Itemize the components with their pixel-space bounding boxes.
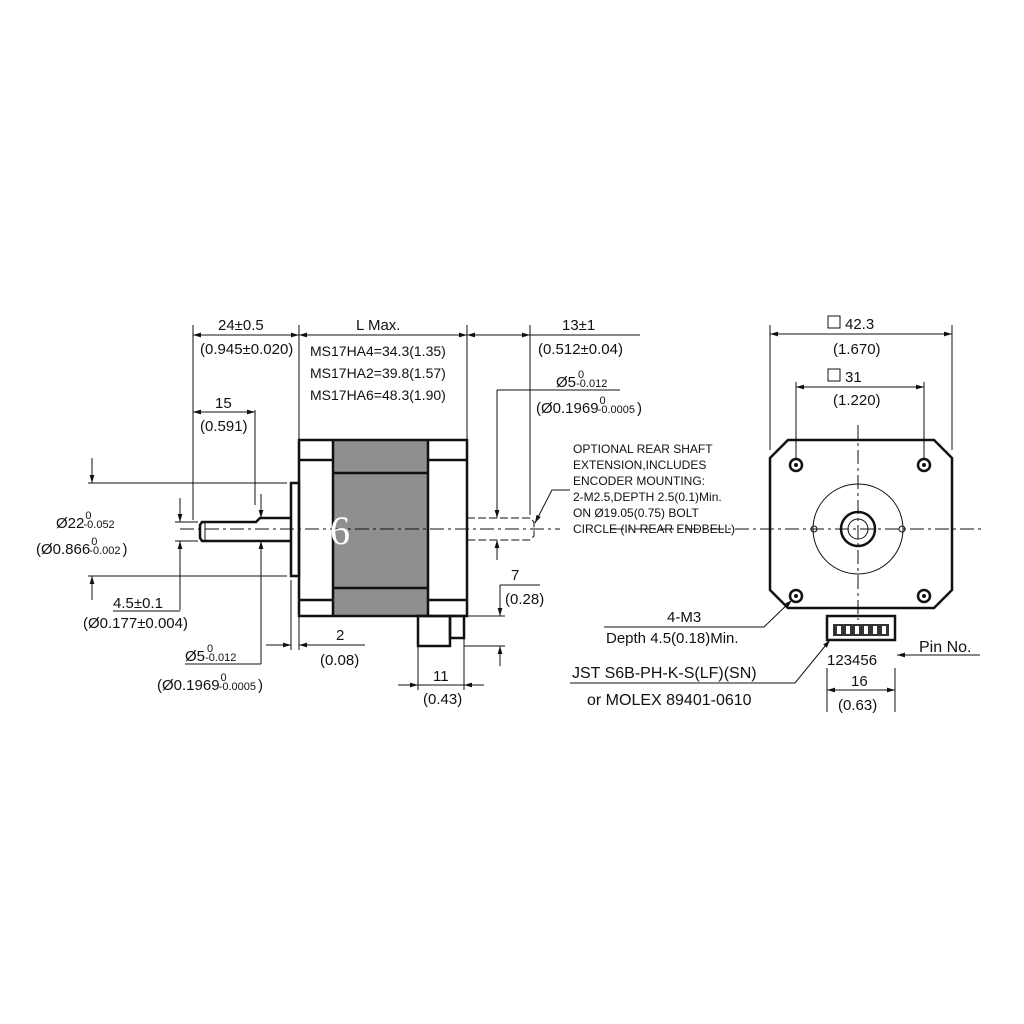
hole-label: 4-M3 — [667, 609, 701, 626]
dim-conn-height-in: (0.28) — [505, 591, 544, 608]
connector-front — [825, 614, 897, 642]
mounting-holes — [788, 457, 932, 604]
dim-l-max: L Max. — [356, 317, 400, 334]
dim-conn-width-in: (0.43) — [423, 691, 462, 708]
dim-conn: 16 — [851, 673, 868, 690]
front-shaft — [198, 516, 291, 543]
connector-alt: or MOLEX 89401-0610 — [587, 692, 752, 709]
model-ms17ha4: MS17HA4=34.3(1.35) — [310, 343, 446, 359]
dim-front-length: 24±0.5 — [218, 317, 264, 334]
hole-depth: Depth 4.5(0.18)Min. — [606, 630, 739, 647]
pin-numbers: 123456 — [827, 652, 877, 669]
square-symbol — [827, 368, 841, 382]
dim-square-in: (1.670) — [833, 341, 881, 358]
dim-flat: 15 — [215, 395, 232, 412]
square-symbol — [827, 315, 841, 329]
front-view: 42.3 (1.670) 31 (1.220) 4-M3 Depth 4.5(0… — [570, 315, 985, 714]
rear-shaft-dia-in: (Ø0.19690-0.0005) — [536, 395, 642, 417]
dim-rear-length-in: (0.512±0.04) — [538, 341, 623, 358]
shaft-circle — [839, 510, 877, 548]
boss-dia-in: (Ø0.8660-0.002) — [36, 536, 128, 558]
motor-face — [768, 438, 954, 610]
rear-note: OPTIONAL REAR SHAFT EXTENSION,INCLUDES E… — [573, 442, 735, 536]
pilot-boss — [812, 483, 904, 575]
dim-conn-in: (0.63) — [838, 697, 877, 714]
svg-text:OPTIONAL REAR SHAFT: OPTIONAL REAR SHAFT — [573, 442, 713, 456]
model-ms17ha6: MS17HA6=48.3(1.90) — [310, 387, 446, 403]
dim-hole-spacing: 31 — [845, 369, 862, 386]
dim-front-length-in: (0.945±0.020) — [200, 341, 293, 358]
dim-conn-height: 7 — [511, 567, 519, 584]
motor-gray-stack — [333, 440, 428, 616]
dim-hole-spacing-in: (1.220) — [833, 392, 881, 409]
dim-flat-depth: 4.5±0.1 — [113, 595, 163, 612]
connector-part: JST S6B-PH-K-S(LF)(SN) — [572, 665, 757, 682]
connector-side — [416, 614, 452, 648]
watermark-text: 6 — [330, 508, 350, 553]
dim-flat-in: (0.591) — [200, 418, 248, 435]
dim-rear-length: 13±1 — [562, 317, 595, 334]
dim-conn-width: 11 — [433, 668, 449, 685]
dim-boss-height-in: (0.08) — [320, 652, 359, 669]
svg-text:ENCODER MOUNTING:: ENCODER MOUNTING: — [573, 474, 705, 488]
svg-text:EXTENSION,INCLUDES: EXTENSION,INCLUDES — [573, 458, 706, 472]
pin-label: Pin No. — [919, 639, 971, 656]
dim-boss-height: 2 — [336, 627, 344, 644]
side-view: 6 24±0.5 (0.945±0.020) L Max. MS17HA4=34… — [36, 317, 735, 708]
shaft-dia-in: (Ø0.19690-0.0005) — [157, 672, 263, 694]
svg-text:ON Ø19.05(0.75) BOLT: ON Ø19.05(0.75) BOLT — [573, 506, 700, 520]
dim-flat-depth-in: (Ø0.177±0.004) — [83, 615, 188, 632]
svg-text:2-M2.5,DEPTH 2.5(0.1)Min.: 2-M2.5,DEPTH 2.5(0.1)Min. — [573, 490, 722, 504]
dim-square: 42.3 — [845, 316, 874, 333]
boss-dia: Ø220-0.052 — [56, 510, 115, 532]
model-ms17ha2: MS17HA2=39.8(1.57) — [310, 365, 446, 381]
